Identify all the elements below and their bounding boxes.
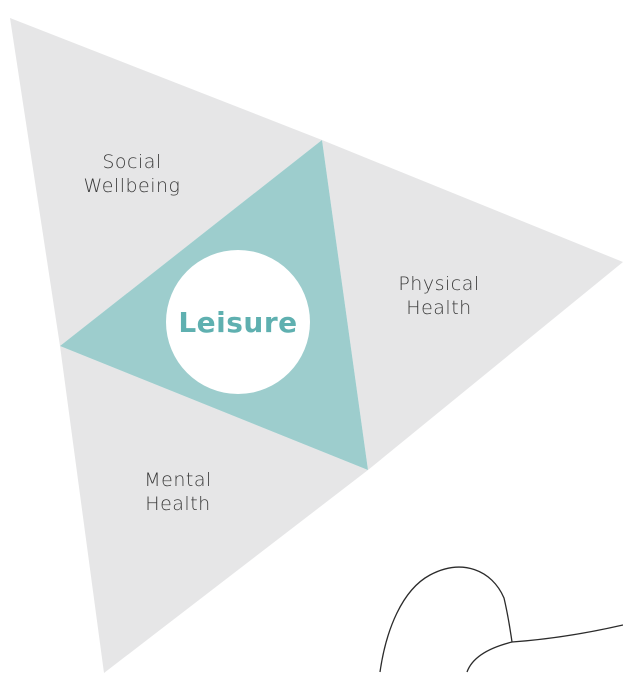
social-wellbeing-label: Social Wellbeing <box>62 150 202 198</box>
mental-health-label-line1: Mental <box>144 469 212 491</box>
social-wellbeing-label-line1: Social <box>102 151 162 173</box>
mental-health-label-line2: Health <box>145 493 211 515</box>
leisure-title: Leisure <box>178 305 298 339</box>
mental-health-label: Mental Health <box>108 468 248 516</box>
social-wellbeing-label-line2: Wellbeing <box>83 175 181 197</box>
physical-health-label-line2: Health <box>406 297 472 319</box>
hand-drawn-doodle <box>379 566 623 673</box>
physical-health-segment <box>322 140 623 470</box>
physical-health-label: Physical Health <box>369 272 509 320</box>
mental-health-segment <box>60 346 368 673</box>
physical-health-label-line1: Physical <box>398 273 480 295</box>
leisure-center-circle: Leisure <box>166 250 310 394</box>
social-wellbeing-segment <box>10 18 322 346</box>
